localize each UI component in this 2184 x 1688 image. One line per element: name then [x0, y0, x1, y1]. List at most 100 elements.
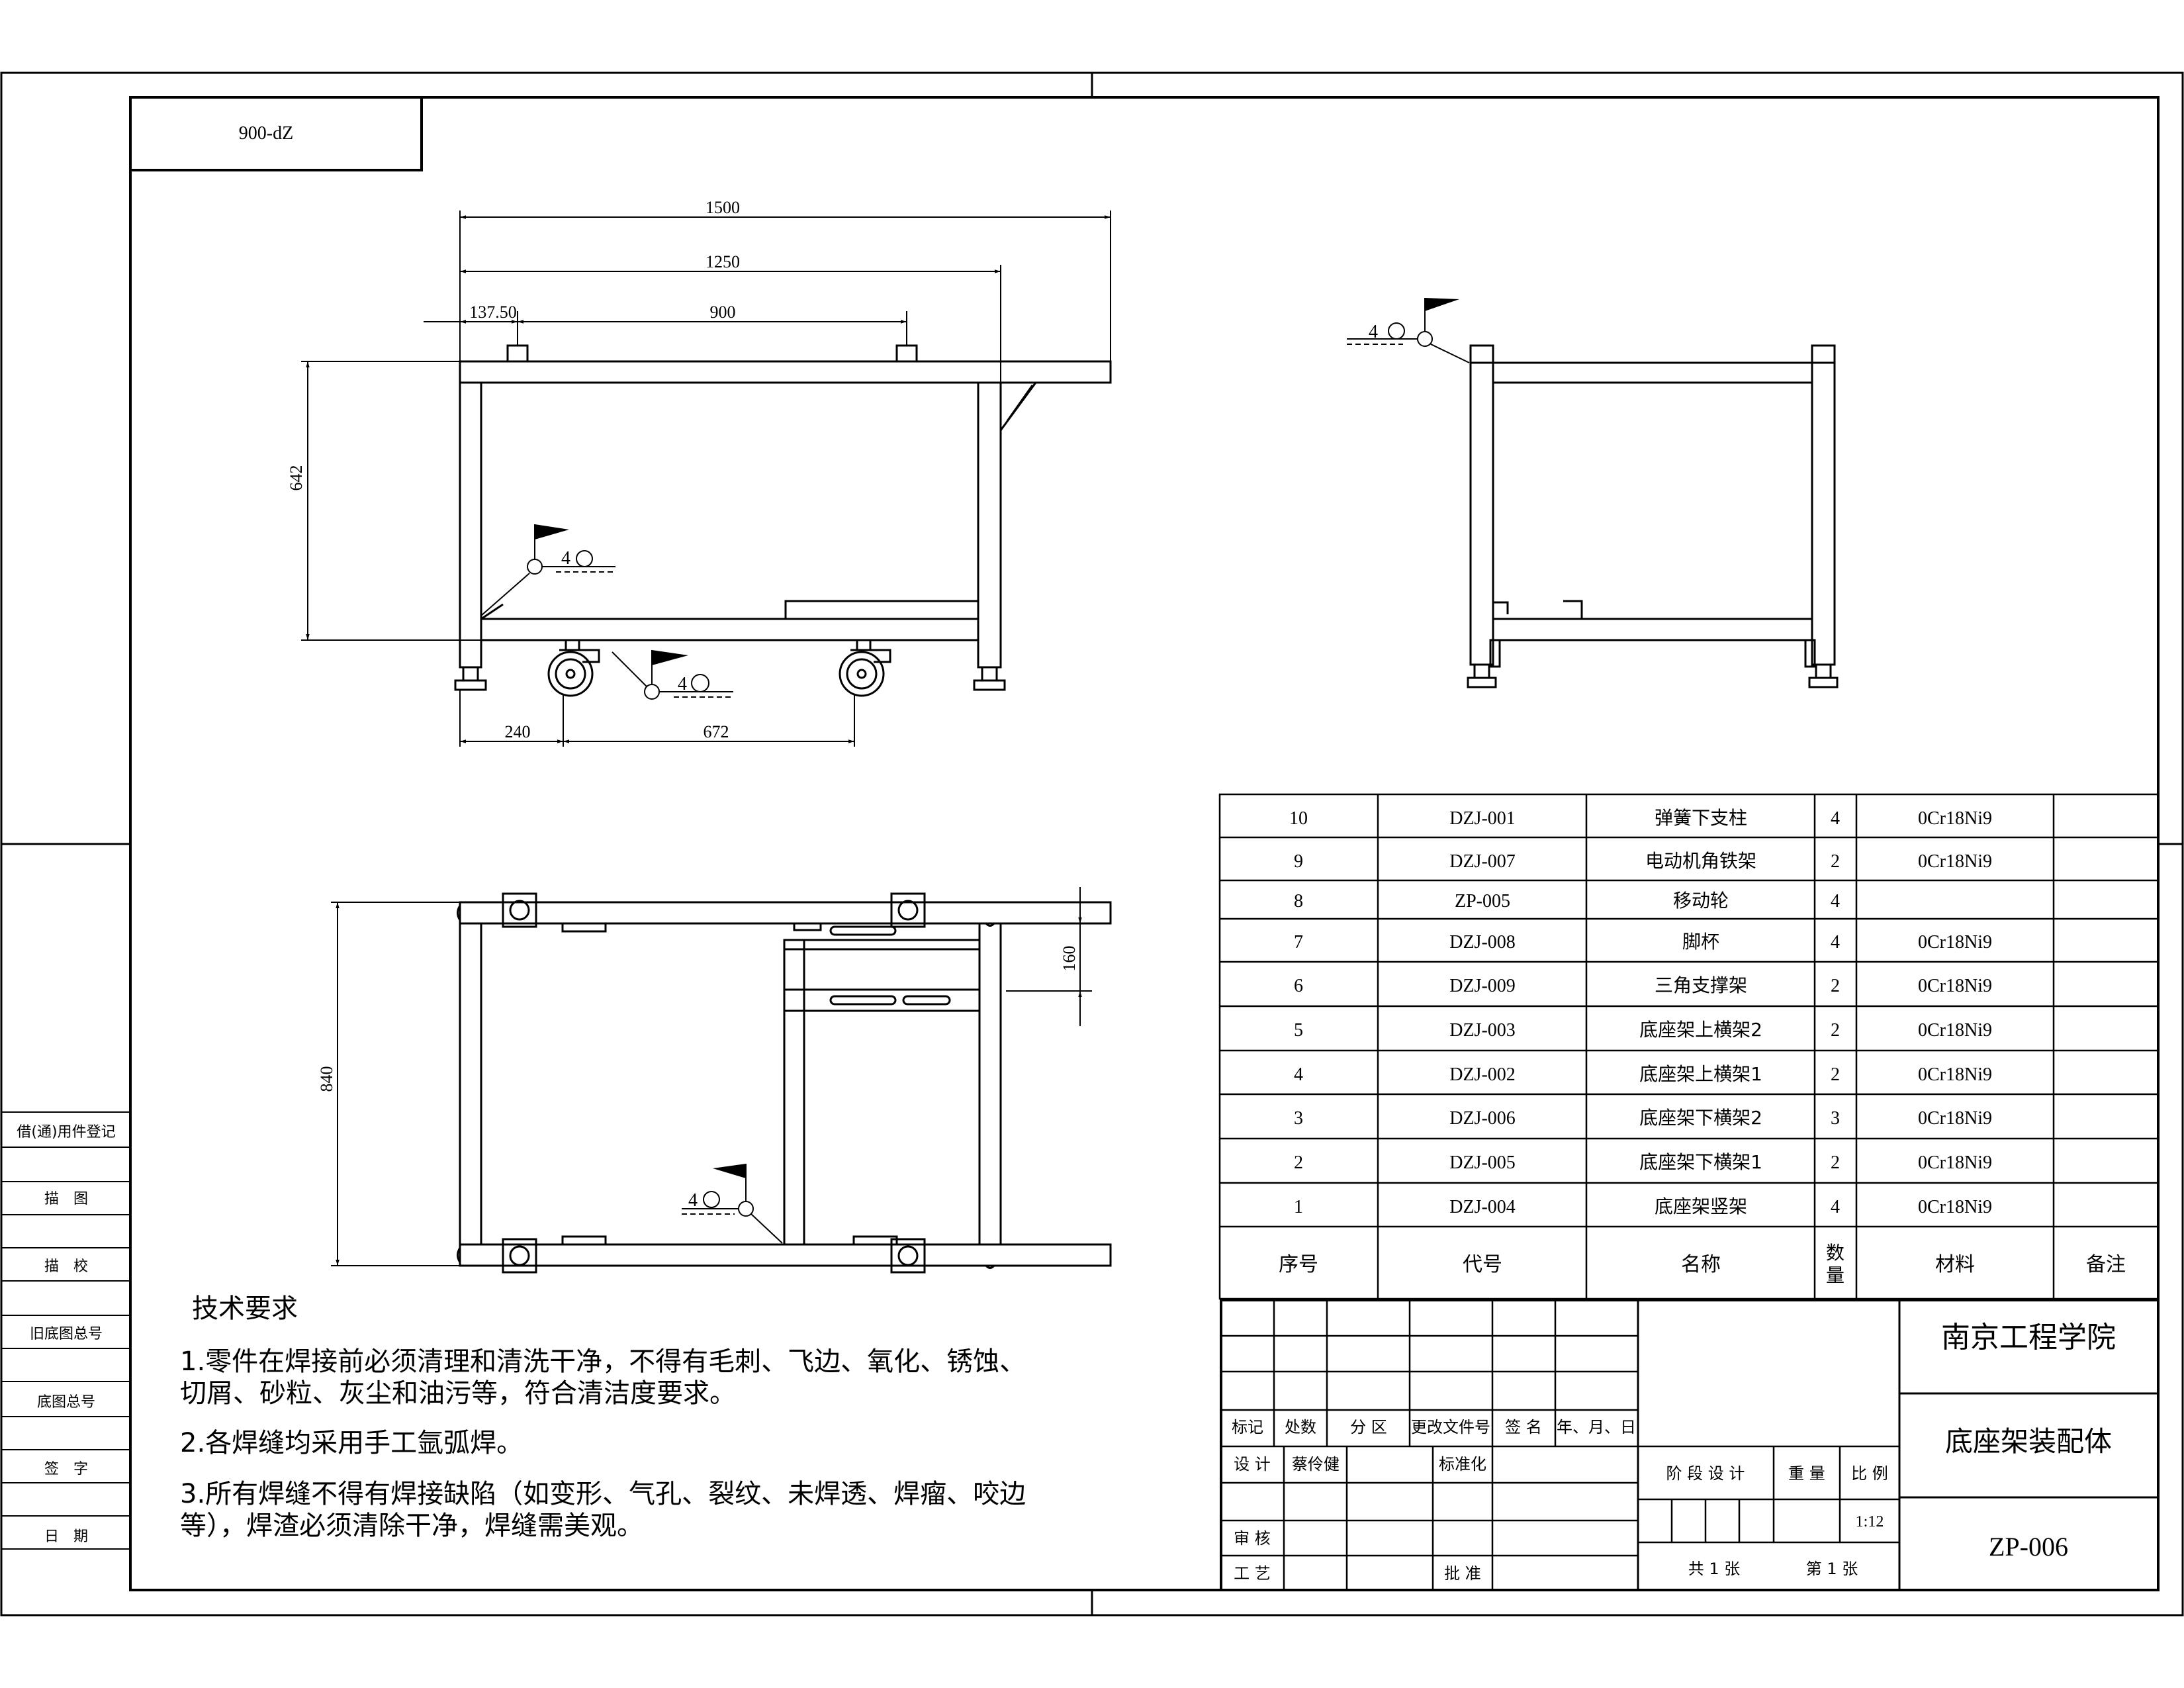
bom-seq: 7	[1294, 932, 1303, 953]
weld-symbol: 4	[612, 650, 733, 700]
tech-req-line: 等），焊渣必须清除干净，焊缝需美观。	[180, 1511, 643, 1541]
left-strip-label: 描 图	[44, 1191, 88, 1207]
sheet-number: 第 1 张	[1806, 1560, 1858, 1578]
rev-header: 分 区	[1350, 1418, 1387, 1436]
weld-size: 4	[678, 674, 687, 694]
rev-header: 处数	[1285, 1418, 1316, 1436]
rev-header: 更改文件号	[1411, 1418, 1490, 1436]
bom-header-qty: 数	[1826, 1242, 1844, 1264]
bom-header-qty: 量	[1826, 1264, 1844, 1286]
table-row: 7 DZJ-008 脚杯 4 0Cr18Ni9	[1294, 931, 1992, 953]
review-label: 审 核	[1234, 1529, 1271, 1548]
bom-code: DZJ-007	[1449, 851, 1516, 872]
bom-code: ZP-005	[1455, 891, 1510, 912]
bom-material: 0Cr18Ni9	[1918, 1108, 1992, 1129]
dim-label: 900	[710, 303, 736, 322]
dim-label: 1250	[705, 252, 740, 271]
bom-material: 0Cr18Ni9	[1918, 1197, 1992, 1217]
bom-qty: 4	[1831, 1197, 1840, 1217]
drawing-code-box: 900-dZ	[129, 96, 423, 171]
front-view-dimensions	[301, 211, 1111, 747]
left-strip-label: 底图总号	[37, 1394, 95, 1411]
bom-material: 0Cr18Ni9	[1918, 808, 1992, 829]
tech-req-line: 1.零件在焊接前必须清理和清洗干净，不得有毛刺、飞边、氧化、锈蚀、	[180, 1346, 1026, 1377]
bom-material: 0Cr18Ni9	[1918, 932, 1992, 953]
bom-name: 移动轮	[1673, 890, 1729, 912]
title-block	[1220, 1299, 2160, 1591]
bom-name: 底座架下横架1	[1639, 1151, 1762, 1173]
bom-material: 0Cr18Ni9	[1918, 1020, 1992, 1041]
rev-header: 签 名	[1505, 1418, 1542, 1436]
front-view	[454, 344, 1112, 697]
rev-header: 年、月、日	[1557, 1418, 1636, 1436]
bom-qty: 2	[1831, 1064, 1840, 1085]
table-row: 3 DZJ-006 底座架下横架2 3 0Cr18Ni9	[1294, 1107, 1992, 1129]
table-row: 2 DZJ-005 底座架下横架1 2 0Cr18Ni9	[1294, 1151, 1992, 1173]
left-strip-label: 签 字	[44, 1461, 88, 1477]
bom-rows: 10 DZJ-001 弹簧下支柱 4 0Cr18Ni9 9 DZJ-007 电动…	[1279, 807, 2126, 1286]
stage-label: 阶 段 设 计	[1666, 1464, 1745, 1483]
bom-code: DZJ-008	[1449, 932, 1516, 953]
bom-code: DZJ-009	[1449, 976, 1516, 996]
weld-symbol: 4	[480, 524, 615, 616]
bom-name: 底座架竖架	[1655, 1196, 1747, 1217]
sheet-total: 共 1 张	[1688, 1560, 1741, 1578]
drawing-number: ZP-006	[1989, 1532, 2068, 1562]
design-label: 设 计	[1234, 1455, 1271, 1474]
designer-name: 蔡伶健	[1292, 1455, 1340, 1474]
dim-label: 672	[704, 722, 729, 741]
table-row: 6 DZJ-009 三角支撑架 2 0Cr18Ni9	[1294, 974, 1992, 996]
left-strip: 借(通)用件登记 描 图 描 校 旧底图总号 底图总号 签 字 日 期	[1, 1111, 130, 1550]
dim-label: 137.50	[469, 303, 517, 322]
bom-seq: 3	[1294, 1108, 1303, 1129]
drawing-code-text: 900-dZ	[239, 123, 293, 144]
bom-material: 0Cr18Ni9	[1918, 1152, 1992, 1173]
bom-qty: 2	[1831, 1020, 1840, 1041]
table-row: 10 DZJ-001 弹簧下支柱 4 0Cr18Ni9	[1289, 807, 1992, 829]
weight-label: 重 量	[1788, 1464, 1825, 1483]
dim-label: 840	[317, 1066, 336, 1092]
bom-qty: 4	[1831, 932, 1840, 953]
bom-name: 电动机角铁架	[1645, 850, 1756, 872]
weld-symbol: 4	[682, 1164, 783, 1244]
bom-name: 脚杯	[1682, 931, 1719, 953]
bom-header-row: 序号 代号 名称 数 量 材料 备注	[1279, 1242, 2126, 1286]
bom-code: DZJ-005	[1449, 1152, 1516, 1173]
bom-material: 0Cr18Ni9	[1918, 851, 1992, 872]
tech-req-line: 2.各焊缝均采用手工氩弧焊。	[180, 1428, 523, 1458]
bom-seq: 8	[1294, 891, 1303, 912]
bom-code: DZJ-004	[1449, 1197, 1516, 1217]
bom-material: 0Cr18Ni9	[1918, 976, 1992, 996]
weld-size: 4	[561, 548, 570, 569]
side-view	[1467, 344, 1839, 688]
bom-name: 底座架下横架2	[1639, 1107, 1762, 1129]
bom-seq: 6	[1294, 976, 1303, 996]
top-view-dimension-labels: 840 160	[317, 946, 1079, 1092]
bom-qty: 2	[1831, 1152, 1840, 1173]
scale-value: 1:12	[1856, 1513, 1884, 1530]
bom-code: DZJ-003	[1449, 1020, 1516, 1041]
bom-qty: 2	[1831, 851, 1840, 872]
left-strip-label: 旧底图总号	[30, 1326, 103, 1342]
drawing-name: 底座架装配体	[1945, 1425, 2112, 1458]
bom-header-seq: 序号	[1279, 1253, 1318, 1276]
bom-qty: 3	[1831, 1108, 1840, 1129]
tech-req-line: 3.所有焊缝不得有焊接缺陷（如变形、气孔、裂纹、未焊透、焊瘤、咬边	[180, 1479, 1026, 1509]
bom-seq: 2	[1294, 1152, 1303, 1173]
approve-label: 批 准	[1444, 1564, 1481, 1583]
process-label: 工 艺	[1234, 1564, 1271, 1583]
weld-symbol: 4	[1347, 298, 1470, 363]
table-row: 8 ZP-005 移动轮 4	[1294, 890, 1840, 912]
bom-header-name: 名称	[1681, 1253, 1721, 1276]
left-strip-label: 借(通)用件登记	[17, 1124, 115, 1141]
dim-label: 240	[505, 722, 531, 741]
bom-qty: 4	[1831, 891, 1840, 912]
bom-name: 弹簧下支柱	[1655, 807, 1747, 829]
rev-header: 标记	[1232, 1418, 1263, 1436]
tech-req-title: 技术要求	[192, 1293, 298, 1324]
bom-seq: 9	[1294, 851, 1303, 872]
bom-code: DZJ-002	[1449, 1064, 1516, 1085]
table-row: 5 DZJ-003 底座架上横架2 2 0Cr18Ni9	[1294, 1019, 1992, 1041]
weld-size: 4	[1369, 322, 1378, 342]
